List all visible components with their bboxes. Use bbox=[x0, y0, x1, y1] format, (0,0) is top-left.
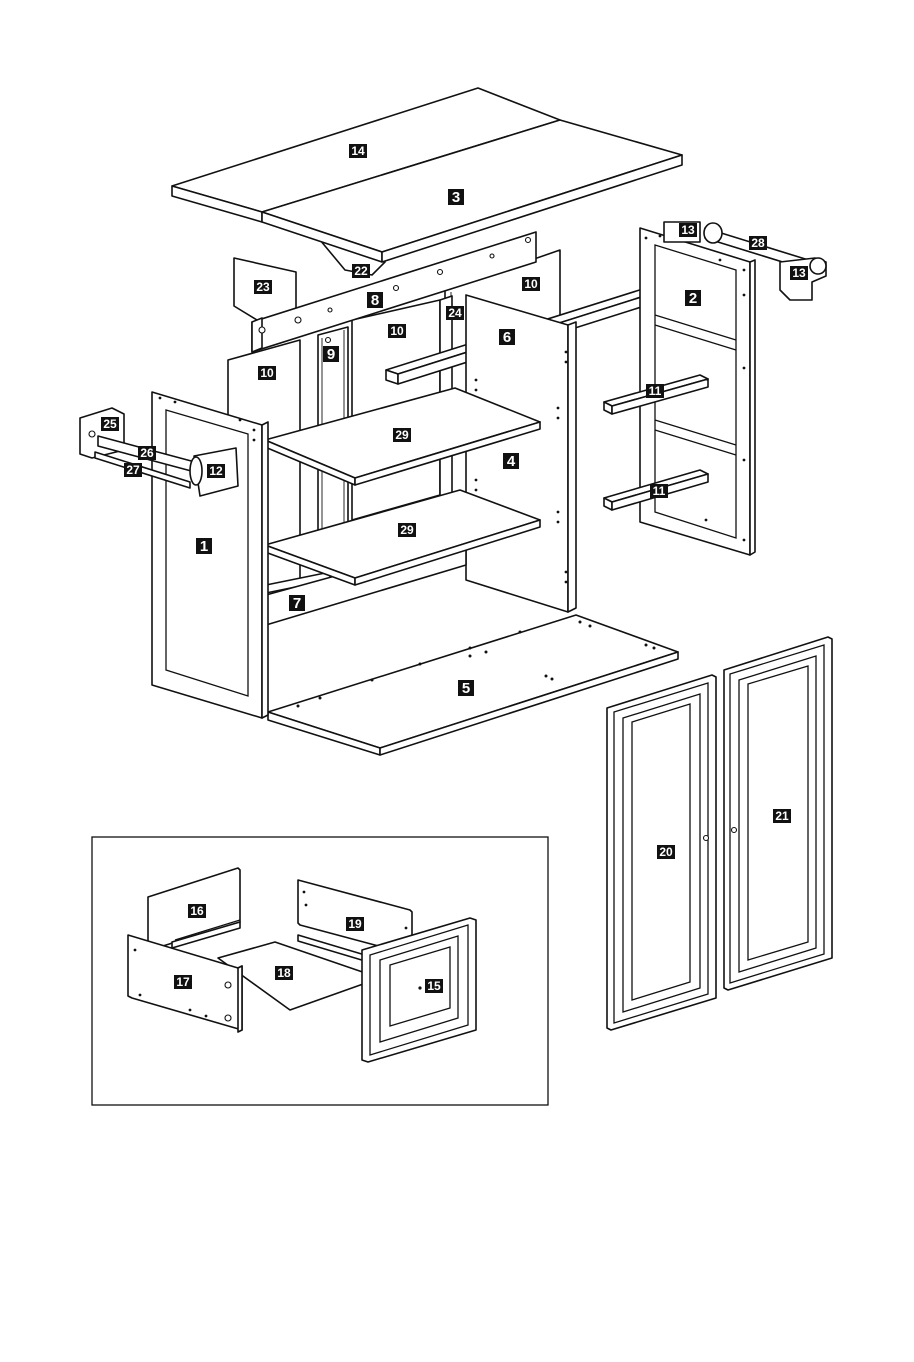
part-label-19: 19 bbox=[346, 917, 364, 931]
part-label-20: 20 bbox=[657, 845, 675, 859]
part-label-24: 24 bbox=[446, 306, 464, 320]
svg-text:15: 15 bbox=[427, 979, 441, 993]
svg-text:25: 25 bbox=[103, 417, 117, 431]
svg-text:22: 22 bbox=[354, 264, 368, 278]
part-label-10-center: 10 bbox=[388, 324, 406, 338]
part-label-11-upper: 11 bbox=[646, 384, 664, 398]
svg-text:9: 9 bbox=[327, 346, 335, 363]
part-label-13-left: 13 bbox=[679, 223, 697, 237]
part-label-10-right: 10 bbox=[522, 277, 540, 291]
part-label-21: 21 bbox=[773, 809, 791, 823]
svg-text:2: 2 bbox=[689, 290, 697, 307]
svg-text:21: 21 bbox=[775, 809, 789, 823]
part-label-4: 4 bbox=[503, 453, 519, 470]
part-label-8: 8 bbox=[367, 292, 383, 309]
svg-text:3: 3 bbox=[452, 189, 460, 206]
svg-text:12: 12 bbox=[209, 464, 223, 478]
svg-text:29: 29 bbox=[400, 523, 414, 537]
svg-text:26: 26 bbox=[140, 446, 154, 460]
side-frame-1 bbox=[152, 392, 268, 718]
part-label-12: 12 bbox=[207, 464, 225, 478]
part-label-14: 14 bbox=[349, 144, 367, 158]
svg-text:27: 27 bbox=[126, 463, 140, 477]
svg-text:17: 17 bbox=[176, 975, 190, 989]
svg-text:19: 19 bbox=[348, 917, 362, 931]
part-label-18: 18 bbox=[275, 966, 293, 980]
part-label-15: 15 bbox=[425, 979, 443, 993]
side-panel-4 bbox=[466, 295, 576, 612]
svg-text:23: 23 bbox=[256, 280, 270, 294]
part-label-3: 3 bbox=[448, 189, 464, 206]
part-label-7: 7 bbox=[289, 595, 305, 612]
part-label-28: 28 bbox=[749, 236, 767, 250]
svg-text:13: 13 bbox=[792, 266, 806, 280]
svg-text:20: 20 bbox=[659, 845, 673, 859]
part-label-22: 22 bbox=[352, 264, 370, 278]
part-label-17: 17 bbox=[174, 975, 192, 989]
svg-text:4: 4 bbox=[507, 453, 516, 470]
svg-text:10: 10 bbox=[260, 366, 274, 380]
part-label-23: 23 bbox=[254, 280, 272, 294]
part-label-27: 27 bbox=[124, 463, 142, 477]
part-label-29-upper: 29 bbox=[393, 428, 411, 442]
svg-text:14: 14 bbox=[351, 144, 365, 158]
svg-text:7: 7 bbox=[293, 595, 301, 612]
part-label-6: 6 bbox=[499, 329, 515, 346]
svg-text:18: 18 bbox=[277, 966, 291, 980]
svg-text:1: 1 bbox=[200, 538, 208, 555]
svg-text:5: 5 bbox=[462, 680, 470, 697]
part-label-2: 2 bbox=[685, 290, 701, 307]
part-label-29-lower: 29 bbox=[398, 523, 416, 537]
svg-text:8: 8 bbox=[371, 292, 379, 309]
part-label-10-left: 10 bbox=[258, 366, 276, 380]
svg-text:11: 11 bbox=[649, 384, 662, 398]
svg-text:10: 10 bbox=[390, 324, 404, 338]
part-label-9: 9 bbox=[323, 346, 339, 363]
part-label-25: 25 bbox=[101, 417, 119, 431]
svg-text:10: 10 bbox=[524, 277, 538, 291]
part-label-5: 5 bbox=[458, 680, 474, 697]
svg-text:16: 16 bbox=[190, 904, 204, 918]
svg-text:11: 11 bbox=[653, 484, 666, 498]
part-label-1: 1 bbox=[196, 538, 212, 555]
part-label-26: 26 bbox=[138, 446, 156, 460]
part-label-16: 16 bbox=[188, 904, 206, 918]
svg-text:24: 24 bbox=[448, 306, 462, 320]
svg-text:6: 6 bbox=[503, 329, 511, 346]
svg-text:28: 28 bbox=[751, 236, 765, 250]
svg-text:13: 13 bbox=[681, 223, 695, 237]
svg-text:29: 29 bbox=[395, 428, 409, 442]
part-label-13-right: 13 bbox=[790, 266, 808, 280]
part-label-11-lower: 11 bbox=[650, 484, 668, 498]
